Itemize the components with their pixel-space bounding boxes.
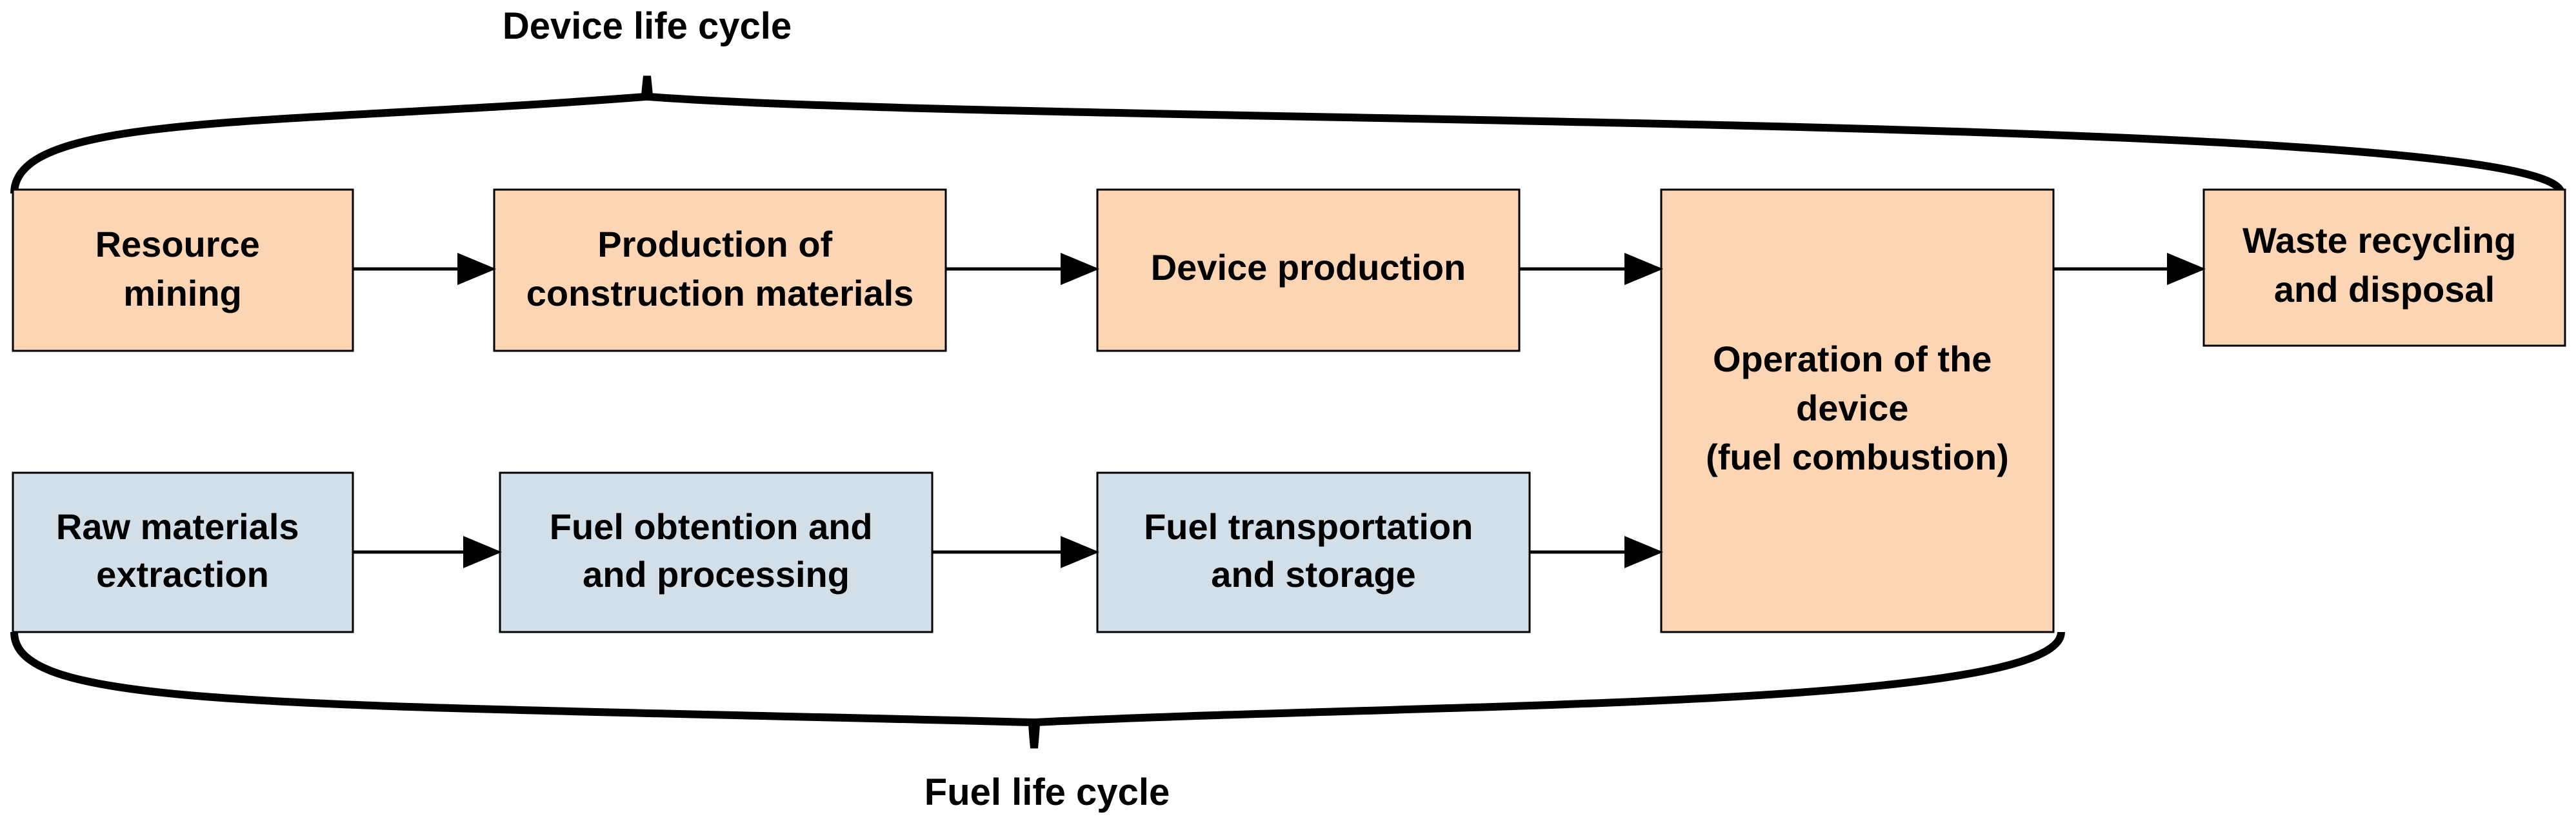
box-device-production: Device production: [1096, 188, 1521, 352]
box-waste-recycling: Waste recycling and disposal: [2202, 188, 2566, 347]
box-fuel-obtention-line-1: Fuel obtention and: [550, 506, 873, 547]
fuel-cycle-label: Fuel life cycle: [924, 771, 1170, 813]
box-raw-materials: Raw materials extraction: [12, 471, 354, 633]
svg-text:Production of constructi: Production of construction materials: [526, 224, 914, 313]
svg-text:Resource mining: Resource mining: [95, 224, 270, 313]
box-device-production-line-1: Device production: [1151, 247, 1466, 288]
box-resource-mining: Resource mining: [12, 188, 354, 352]
box-operation-line-2: device: [1796, 388, 1908, 428]
svg-text:Fuel obtention and and p: Fuel obtention and and processing: [550, 506, 883, 595]
svg-text:Waste recycling and disp: Waste recycling and disposal: [2242, 220, 2526, 310]
device-cycle-brace: [10, 75, 2565, 195]
box-construction-materials-line-1: Production of: [597, 224, 832, 264]
fuel-cycle-brace: [10, 631, 2065, 749]
svg-text:Device production: Device production: [1151, 247, 1466, 288]
box-construction-materials-line-2: construction materials: [526, 273, 914, 313]
box-operation-line-1: Operation of the: [1713, 339, 1992, 379]
box-fuel-transport-line-1: Fuel transportation: [1144, 506, 1473, 547]
svg-text:Fuel transportation and: Fuel transportation and storage: [1144, 506, 1483, 595]
svg-text:Raw materials extraction: Raw materials extraction: [56, 506, 309, 595]
device-cycle-label: Device life cycle: [503, 5, 792, 47]
box-operation-line-3: (fuel combustion): [1706, 437, 2009, 477]
box-raw-materials-line-2: extraction: [96, 554, 269, 595]
box-fuel-obtention-line-2: and processing: [583, 554, 850, 595]
svg-text:Operation of the device: Operation of the device (fuel combustion…: [1706, 339, 2009, 477]
box-waste-recycling-line-2: and disposal: [2274, 269, 2495, 310]
box-fuel-transport-line-2: and storage: [1211, 554, 1415, 595]
box-construction-materials: Production of construction materials: [493, 188, 947, 352]
box-resource-mining-line-2: mining: [123, 273, 242, 313]
box-resource-mining-line-1: Resource: [95, 224, 260, 264]
box-fuel-transport: Fuel transportation and storage: [1096, 471, 1531, 633]
box-operation: Operation of the device (fuel combustion…: [1660, 188, 2055, 633]
box-waste-recycling-line-1: Waste recycling: [2242, 220, 2516, 261]
box-fuel-obtention: Fuel obtention and and processing: [499, 471, 934, 633]
box-raw-materials-line-1: Raw materials: [56, 506, 299, 547]
